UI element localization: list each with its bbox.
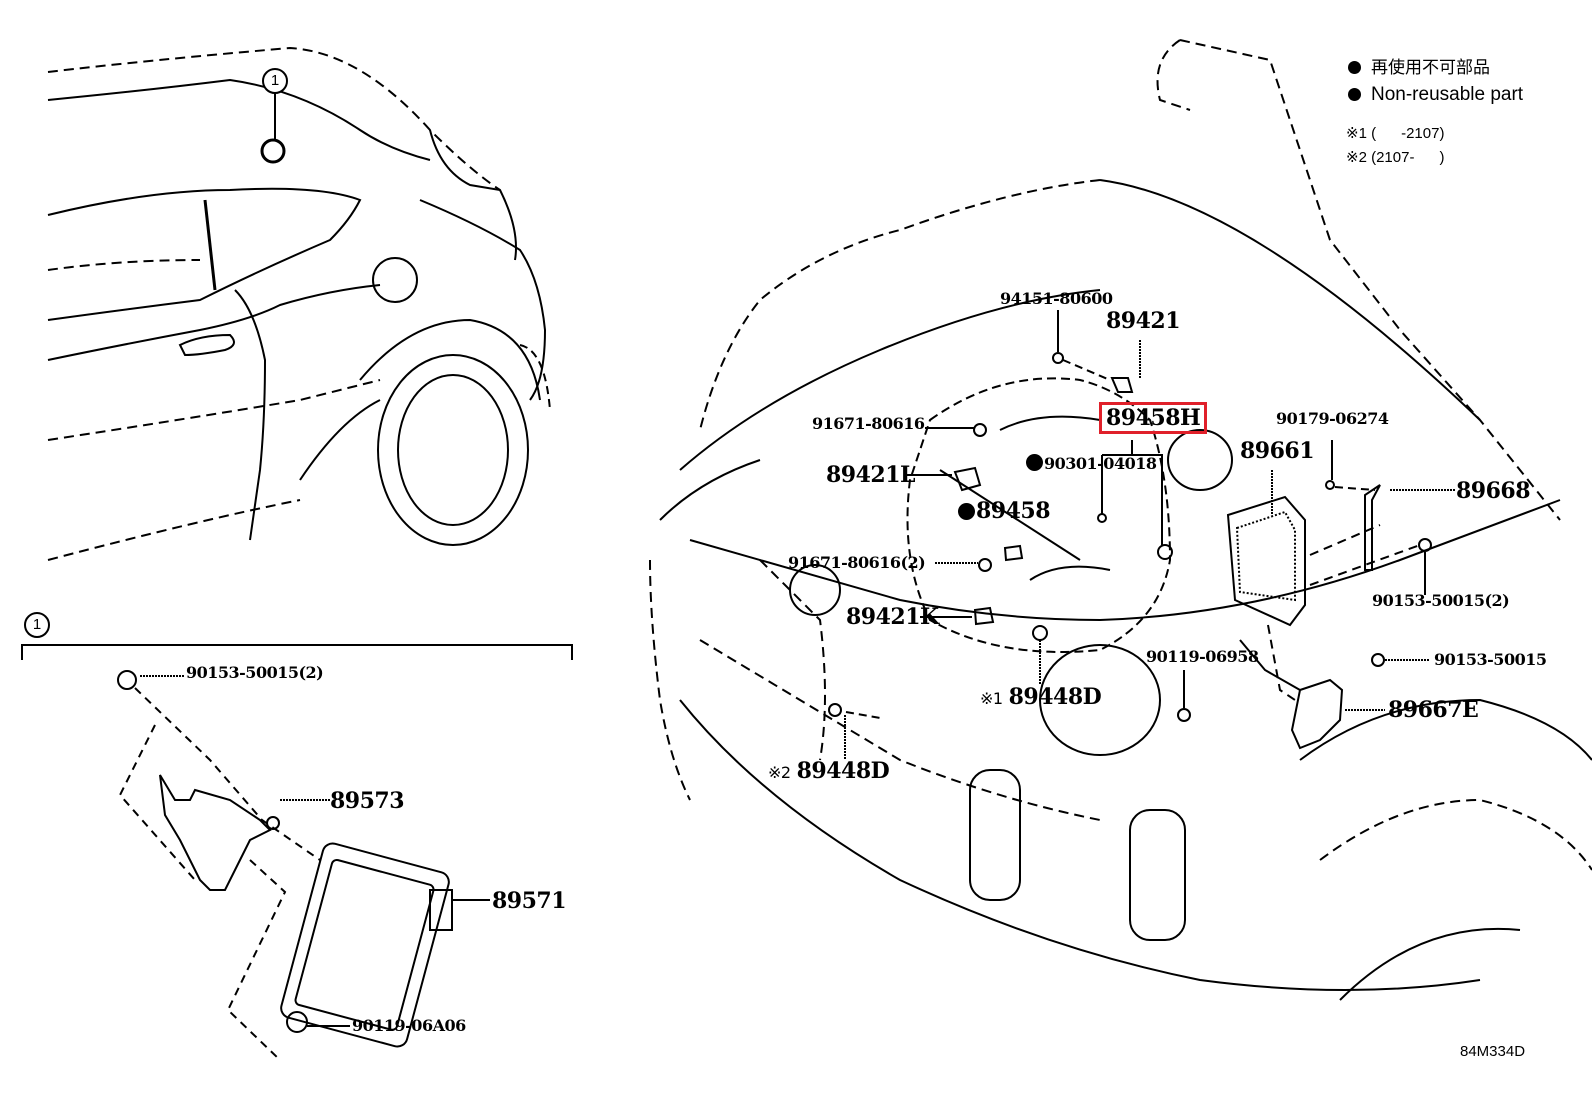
part-label-91671-80616-2[interactable]: 91671-80616(2) [788, 553, 926, 572]
bullet-icon [1348, 61, 1361, 74]
part-label-90153-50015[interactable]: 90153-50015 [1434, 650, 1547, 669]
part-label-89458h[interactable]: 89458H [1099, 402, 1208, 434]
note-mark: ※1 [1346, 125, 1367, 142]
part-label-90119-06958[interactable]: 90119-06958 [1146, 647, 1259, 666]
note-1: ※1 ( -2107) [1346, 126, 1444, 141]
part-label-89421k[interactable]: 89421K [846, 604, 939, 630]
car-front-view [649, 39, 1592, 1001]
part-number: 89458 [976, 498, 1051, 524]
note-mark: ※2 [768, 763, 791, 782]
note-2: ※2 (2107- ) [1346, 150, 1444, 165]
part-label-90119-06a06[interactable]: 90119-06A06 [352, 1016, 466, 1035]
part-label-90179-06274[interactable]: 90179-06274 [1276, 409, 1389, 428]
non-reusable-icon [1026, 454, 1043, 471]
part-label-90153-50015-2[interactable]: 90153-50015(2) [1372, 591, 1510, 610]
legend-non-reusable-jp: 再使用不可部品 [1348, 59, 1490, 76]
legend-text-en: Non-reusable part [1371, 84, 1524, 105]
callout-ref-1[interactable]: 1 [262, 68, 288, 94]
part-label-89571[interactable]: 89571 [492, 888, 567, 914]
inset-ref-1: 1 [24, 612, 50, 638]
illustration-code: 84M334D [1460, 1043, 1526, 1060]
inset-frame [21, 644, 573, 660]
note-text: ( -2107) [1371, 125, 1445, 142]
bullet-icon [1348, 88, 1361, 101]
part-label-89661[interactable]: 89661 [1240, 438, 1315, 464]
part-number: 89448D [796, 758, 890, 784]
part-label-89668[interactable]: 89668 [1456, 478, 1531, 504]
legend-non-reusable-en: Non-reusable part [1348, 85, 1523, 104]
part-number: 89448D [1008, 684, 1102, 710]
part-label-89421[interactable]: 89421 [1106, 308, 1181, 334]
note-mark: ※1 [980, 689, 1003, 708]
part-label-90301-04018[interactable]: 90301-04018 [1026, 454, 1157, 473]
part-label-89573[interactable]: 89573 [330, 788, 405, 814]
part-label-90153-50015-2-inset[interactable]: 90153-50015(2) [186, 663, 324, 682]
part-label-89458[interactable]: 89458 [958, 498, 1051, 524]
non-reusable-icon [958, 503, 975, 520]
part-label-89667e[interactable]: 89667E [1388, 697, 1479, 723]
part-number: 90301-04018 [1044, 454, 1157, 473]
legend-text-jp: 再使用不可部品 [1371, 58, 1490, 77]
part-label-94151-80600[interactable]: 94151-80600 [1000, 289, 1113, 308]
inset-drawing [117, 670, 490, 1061]
part-label-89448d-note1[interactable]: ※1 89448D [980, 684, 1102, 710]
part-label-91671-80616[interactable]: 91671-80616 [812, 414, 925, 433]
note-text: (2107- ) [1371, 149, 1445, 166]
part-label-89421l[interactable]: 89421L [826, 462, 916, 488]
part-label-89448d-note2[interactable]: ※2 89448D [768, 758, 890, 784]
note-mark: ※2 [1346, 149, 1367, 166]
car-rear-view [47, 46, 551, 561]
